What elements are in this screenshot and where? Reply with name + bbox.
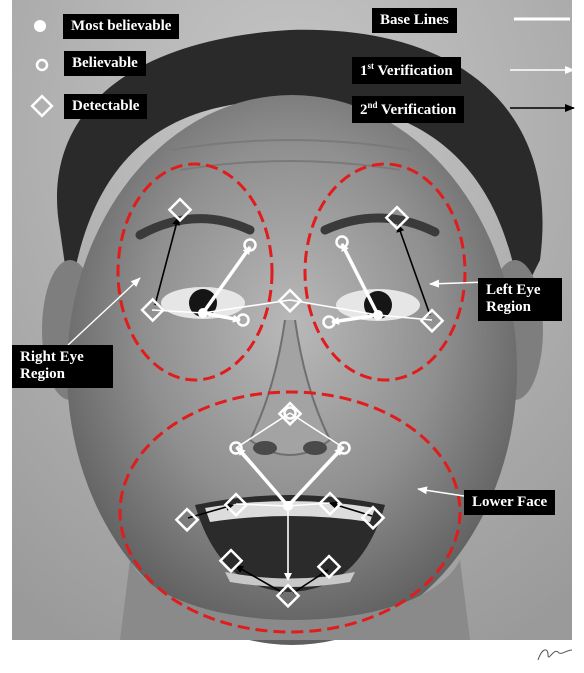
legend-first-verification-label: 1st Verification — [352, 57, 461, 84]
legend-most-believable-symbol — [34, 20, 46, 32]
legend-second-verification-label: 2nd Verification — [352, 96, 464, 123]
legend-most-believable-label: Most believable — [63, 14, 179, 39]
lower-face-region-label: Lower Face — [464, 490, 555, 515]
legend-base-lines-label: Base Lines — [372, 8, 457, 33]
legend-detectable-label: Detectable — [64, 94, 147, 119]
legend-believable-label: Believable — [64, 51, 146, 76]
